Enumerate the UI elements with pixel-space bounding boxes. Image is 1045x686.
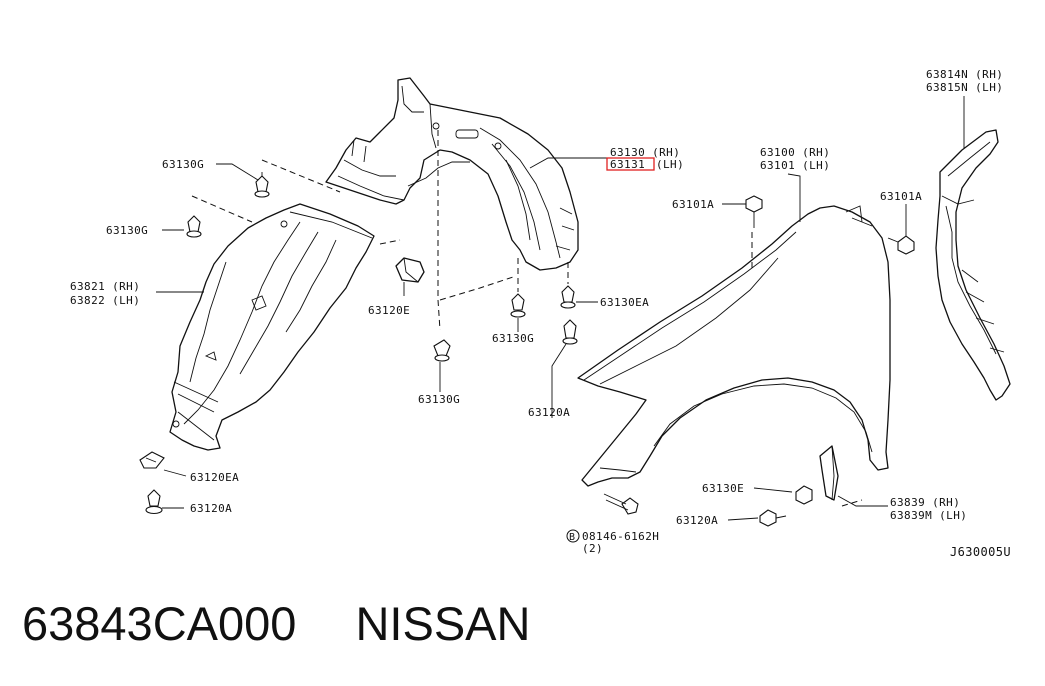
bracket-63839 <box>819 445 839 501</box>
fender-protector-front <box>169 203 375 451</box>
label-63120ea: 63120EA <box>190 471 239 484</box>
label-63131-side: (LH) <box>656 158 684 171</box>
label-63130g-b: 63130G <box>106 224 148 237</box>
bolt-63101a-a <box>745 195 763 228</box>
part-labels: 63130G 63130G 63821 (RH) 63822 (LH) 6312… <box>70 68 1011 559</box>
label-63815n: 63815N (LH) <box>926 81 1003 94</box>
bolt-circle-letter: B <box>569 532 575 543</box>
screw-63120a-a <box>562 319 578 345</box>
clip-63130g-a <box>254 172 270 198</box>
label-bolt-qty: (2) <box>582 542 603 555</box>
screw-63120a-c <box>759 509 787 527</box>
brand-name: NISSAN <box>355 597 531 650</box>
leader-lines <box>156 96 965 521</box>
diagram-code: J630005U <box>950 545 1011 559</box>
label-63839m: 63839M (LH) <box>890 509 967 522</box>
label-63130g-c: 63130G <box>492 332 534 345</box>
clip-63130ea <box>560 285 576 309</box>
label-63130g-d: 63130G <box>418 393 460 406</box>
clip-63130g-d <box>433 339 451 362</box>
clip-63130g-b <box>186 215 202 238</box>
clip-63130g-c <box>510 293 526 318</box>
label-63822: 63822 (LH) <box>70 294 140 307</box>
fender-protector-upper <box>325 77 579 271</box>
label-63120a-b: 63120A <box>190 502 232 515</box>
front-fender-panel <box>577 205 891 487</box>
assembly-lines <box>191 130 863 507</box>
label-63130g-a: 63130G <box>162 158 204 171</box>
label-63101a-b: 63101A <box>880 190 922 203</box>
highlight-box-63131 <box>606 157 655 171</box>
label-63130: 63130 (RH) <box>610 146 680 159</box>
label-63130ea: 63130EA <box>600 296 649 309</box>
screw-63120a-b <box>145 489 163 515</box>
label-63131: 63131 <box>610 158 645 171</box>
clip-63130e <box>795 485 813 505</box>
label-63120a-a: 63120A <box>528 406 570 419</box>
label-63821: 63821 (RH) <box>70 280 140 293</box>
label-63839: 63839 (RH) <box>890 496 960 509</box>
bolt-63101a-b <box>887 235 915 255</box>
label-08146-6162h: 08146-6162H <box>582 530 659 543</box>
label-63101a-a: 63101A <box>672 198 714 211</box>
bolt-08146-6162h <box>603 493 639 515</box>
label-63814n: 63814N (RH) <box>926 68 1003 81</box>
label-63101: 63101 (LH) <box>760 159 830 172</box>
bolt-circle-marker <box>566 529 580 543</box>
fender-seal-rubber <box>935 129 1011 401</box>
label-63120e: 63120E <box>368 304 410 317</box>
label-63100: 63100 (RH) <box>760 146 830 159</box>
bracket-63120e <box>395 257 425 283</box>
part-footer: 63843CA000 NISSAN <box>22 596 530 651</box>
clip-63120ea <box>139 451 165 469</box>
label-63120a-c: 63120A <box>676 514 718 527</box>
label-63130e: 63130E <box>702 482 744 495</box>
part-number: 63843CA000 <box>22 597 297 650</box>
